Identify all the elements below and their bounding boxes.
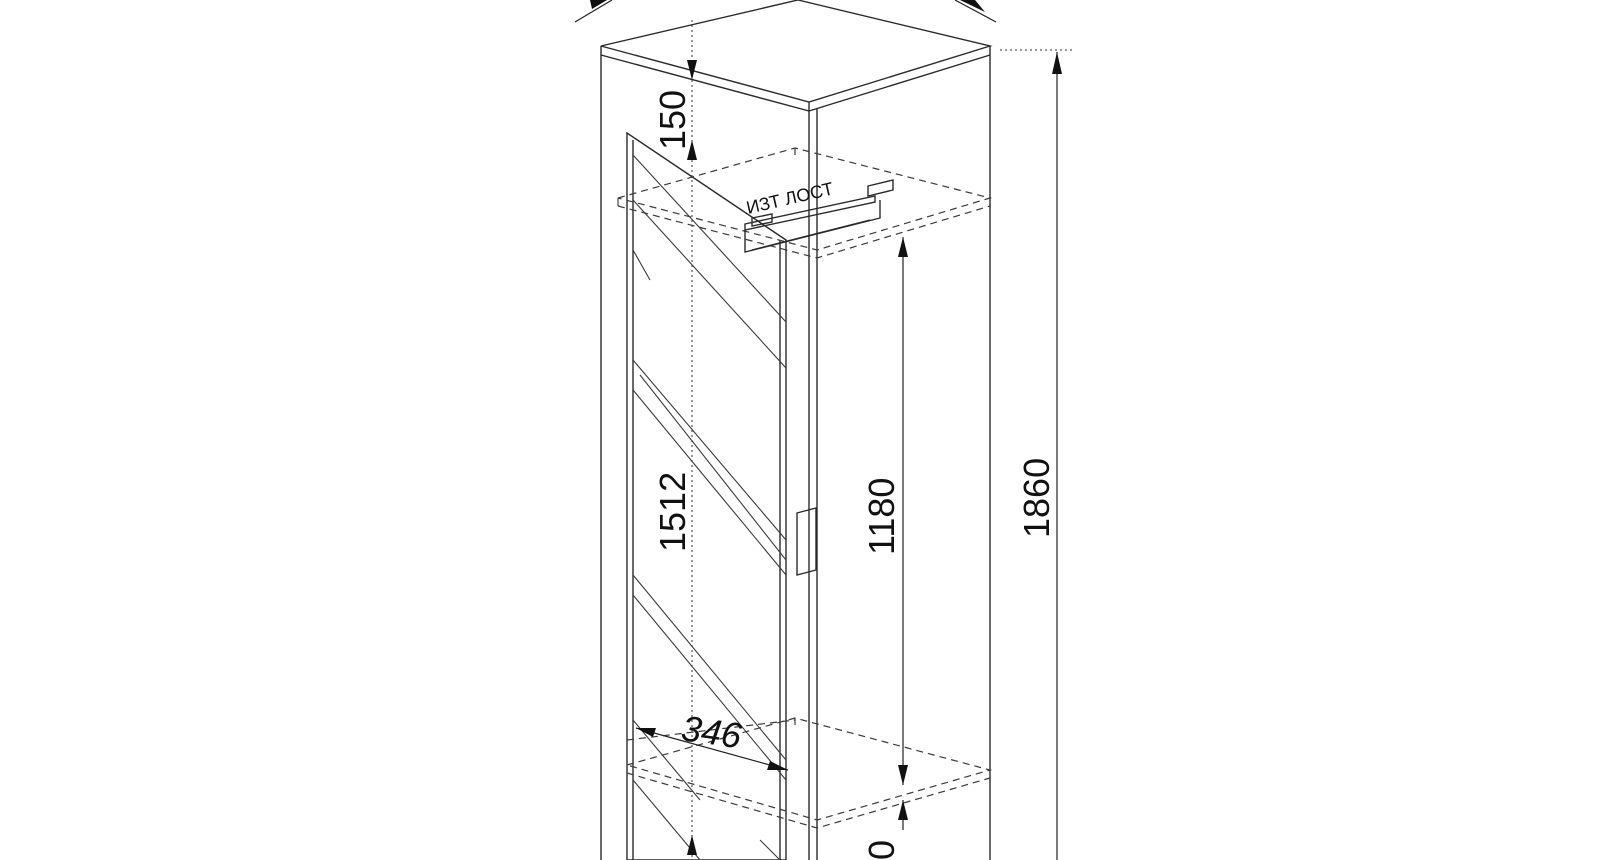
dimension-rod: 1180 0 (861, 237, 908, 860)
hanging-rod: ИЗТ ЛОСТ (744, 178, 894, 253)
dim-total-height: 1860 (1016, 458, 1057, 538)
dim-door-height: 1512 (652, 472, 693, 552)
upper-shelf (617, 147, 993, 259)
rod-label: ИЗТ ЛОСТ (744, 178, 835, 217)
dim-top-gap: 150 (652, 90, 693, 150)
dim-rod-height: 1180 (861, 478, 902, 555)
dimension-door: 150 1512 (652, 20, 697, 860)
dimension-shelf-depth: 346 (635, 707, 789, 771)
dimension-total: 1860 (1000, 49, 1075, 860)
dim-bottom-partial: 0 (861, 840, 902, 860)
dim-shelf-depth: 346 (679, 707, 745, 756)
door-handle (796, 507, 817, 576)
lower-shelf (626, 717, 993, 829)
top-width-dimension (574, 0, 997, 23)
mirror-door (626, 131, 787, 860)
